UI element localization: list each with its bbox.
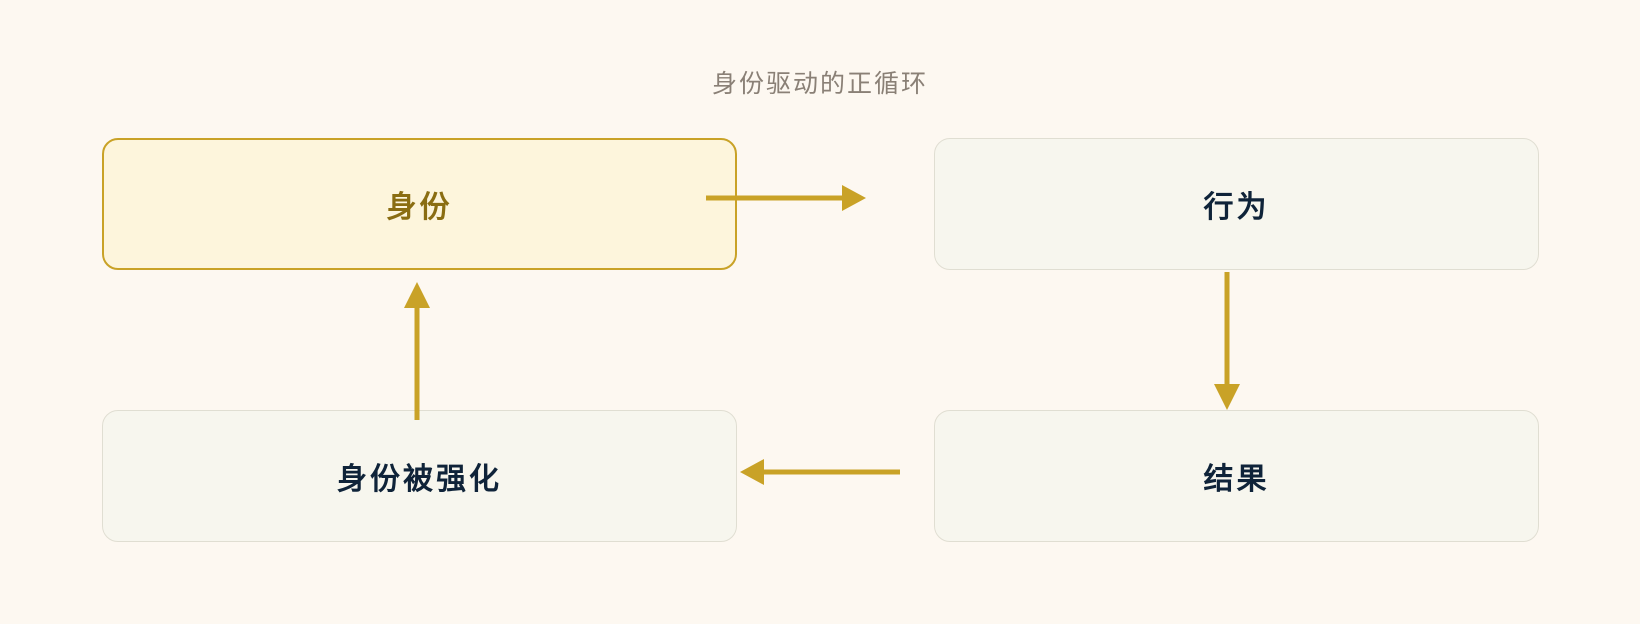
- node-result[interactable]: 结果: [934, 410, 1539, 542]
- arrow-left-result-to-identity-reinforced-icon: [740, 456, 900, 488]
- node-result-label: 结果: [1203, 463, 1270, 496]
- arrow-up-identity-reinforced-to-identity-icon: [396, 282, 438, 420]
- node-identity-reinforced[interactable]: 身份被强化: [102, 410, 737, 542]
- node-identity-reinforced-label: 身份被强化: [337, 463, 502, 496]
- node-identity[interactable]: 身份: [102, 138, 737, 270]
- arrow-down-behavior-to-result-icon: [1206, 272, 1248, 410]
- node-behavior-label: 行为: [1203, 191, 1270, 224]
- node-behavior[interactable]: 行为: [934, 138, 1539, 270]
- page-title: 身份驱动的正循环: [711, 70, 928, 98]
- arrow-right-identity-to-behavior-icon: [706, 182, 866, 214]
- node-identity-label: 身份: [386, 191, 453, 224]
